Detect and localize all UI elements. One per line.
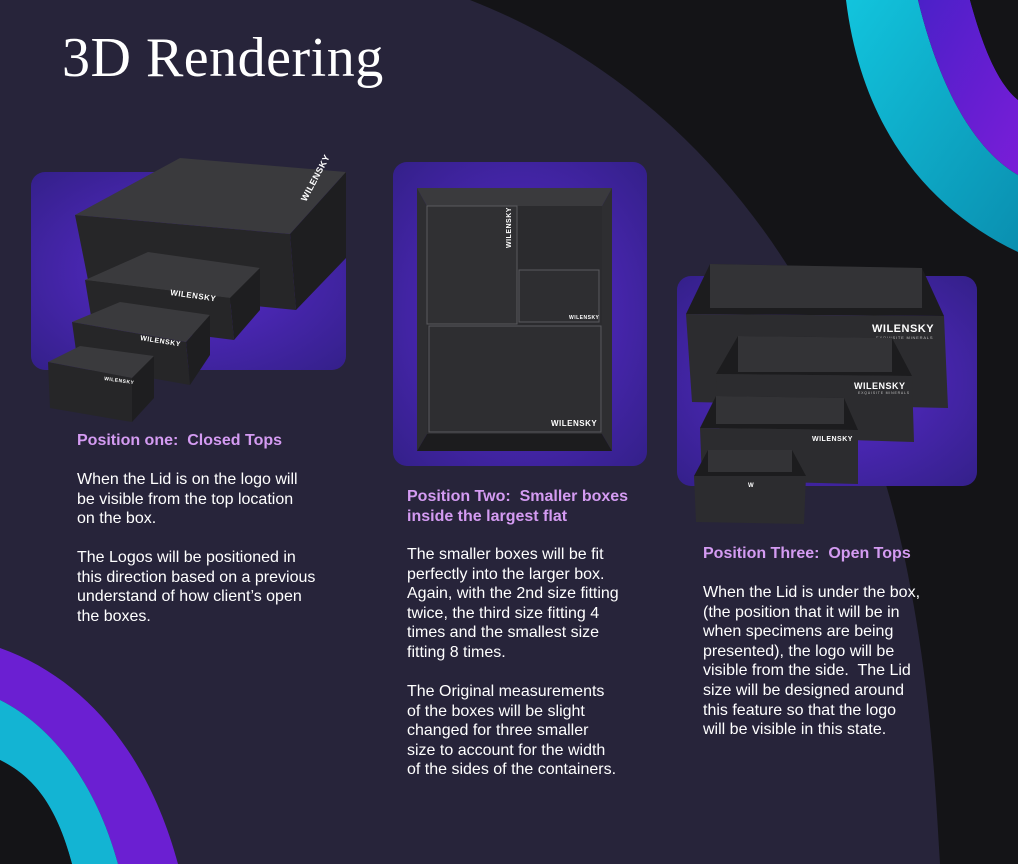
bottom-left-dark-arc [0, 760, 72, 864]
large-inner-box-flat [428, 325, 602, 433]
section-one-paragraph-2: The Logos will be positioned in this dir… [77, 549, 316, 625]
medium-box-flat [426, 205, 518, 325]
logo-wordmark: WILENSKY [812, 436, 853, 443]
box-small-open: WILENSKY [700, 396, 858, 484]
logo-wordmark: WILENSKY [551, 419, 597, 428]
top-right-cyan-arc [846, 0, 1018, 252]
logo-wordmark: WILENSKY [506, 207, 513, 248]
box-smallest-closed: WILENSKY [48, 346, 154, 422]
top-right-dark-arc [970, 0, 1018, 100]
closed-tops-render: WILENSKY WILENSKY WILENSKY WILENSKY [48, 153, 346, 422]
section-three-heading: Position Three: Open Tops [703, 545, 911, 562]
bottom-left-cyan-arc [0, 700, 118, 864]
outer-tray-rim [417, 188, 612, 206]
page-title: 3D Rendering [62, 27, 384, 89]
section-two-paragraph-2: The Original measurements of the boxes w… [407, 683, 617, 779]
logo-wordmark: WILENSKY [854, 381, 906, 391]
logo-initial: W [748, 483, 754, 489]
section-one-heading: Position one: Closed Tops [77, 432, 283, 449]
box-smallest-open: W [694, 450, 806, 524]
section-three-paragraph-1: When the Lid is under the box, (the posi… [703, 584, 921, 739]
logo-wordmark: WILENSKY [104, 376, 135, 386]
nested-boxes-render: WILENSKY WILENSKY WILENSKY [417, 188, 612, 451]
section-two-paragraph-1: The smaller boxes will be fit perfectly … [407, 546, 619, 661]
small-box-flat [518, 269, 600, 323]
bottom-left-purple-arc [0, 648, 178, 864]
logo-wordmark: WILENSKY [569, 315, 600, 321]
logo-tagline: EXQUISITE MINERALS [876, 335, 933, 340]
top-right-purple-arc [918, 0, 1018, 175]
section-two-heading: Position Two: Smaller boxes inside the l… [407, 488, 629, 525]
open-tops-render: WILENSKY EXQUISITE MINERALS WILENSKY EXQ… [686, 264, 948, 524]
logo-wordmark: WILENSKY [872, 323, 934, 335]
logo-tagline: EXQUISITE MINERALS [858, 391, 910, 395]
section-one-paragraph-1: When the Lid is on the logo will be visi… [77, 471, 298, 528]
